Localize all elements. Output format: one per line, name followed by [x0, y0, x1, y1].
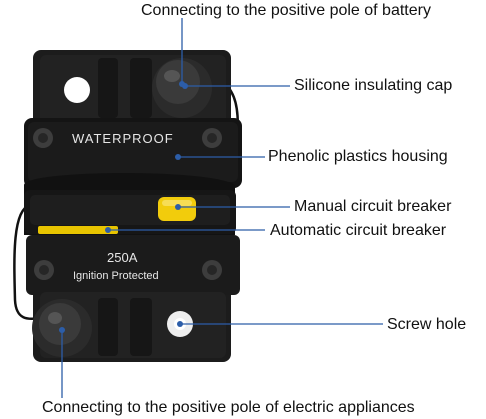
- label-screw-hole: Screw hole: [387, 316, 467, 333]
- label-battery-pole: Connecting to the positive pole of batte…: [141, 2, 431, 19]
- waterproof-text: WATERPROOF: [72, 131, 174, 146]
- label-manual-breaker: Manual circuit breaker: [294, 198, 452, 215]
- label-automatic-breaker: Automatic circuit breaker: [270, 222, 447, 239]
- leader-lines: [59, 18, 383, 398]
- ignition-text: Ignition Protected: [73, 270, 159, 282]
- breaker-body: [24, 50, 242, 362]
- rating-text: 250A: [107, 250, 138, 265]
- automatic-breaker-strip: [38, 226, 118, 234]
- rear-wire-left: [13, 203, 41, 321]
- label-housing: Phenolic plastics housing: [268, 148, 448, 165]
- label-silicone-cap: Silicone insulating cap: [294, 77, 453, 94]
- mounting-hole-top: [64, 77, 90, 103]
- label-appliance-pole: Connecting to the positive pole of elect…: [42, 399, 415, 416]
